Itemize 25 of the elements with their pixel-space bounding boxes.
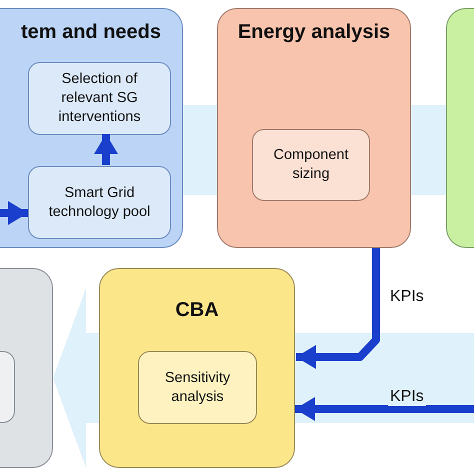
box-text: Sensitivity analysis (164, 368, 232, 406)
stage-panel (99, 268, 295, 468)
process-box (28, 62, 171, 135)
stage-panel (217, 8, 411, 248)
panel-title: CBA (175, 299, 219, 322)
process-box (252, 129, 370, 201)
flow-band-arrow (53, 288, 99, 468)
process-box (28, 166, 171, 239)
arrow (295, 397, 474, 421)
process-box (0, 351, 15, 423)
flow-band-arrow (411, 105, 446, 195)
panel-title: Energy analysis (238, 21, 390, 44)
box-text: Component sizing (272, 146, 350, 184)
box-text: Smart Grid technology pool (48, 184, 152, 222)
stage-panel (446, 8, 474, 248)
stage-panel (0, 268, 53, 468)
box-text: Selection of relevant SG interventions (57, 70, 142, 127)
edge-label: KPIs (388, 388, 426, 406)
arrow (296, 248, 380, 369)
process-box (138, 351, 257, 424)
panel-title: tem and needs (20, 21, 162, 44)
flow-band-arrow (183, 105, 217, 195)
arrow (0, 201, 28, 225)
arrow (94, 134, 118, 165)
stage-panel (0, 8, 183, 248)
